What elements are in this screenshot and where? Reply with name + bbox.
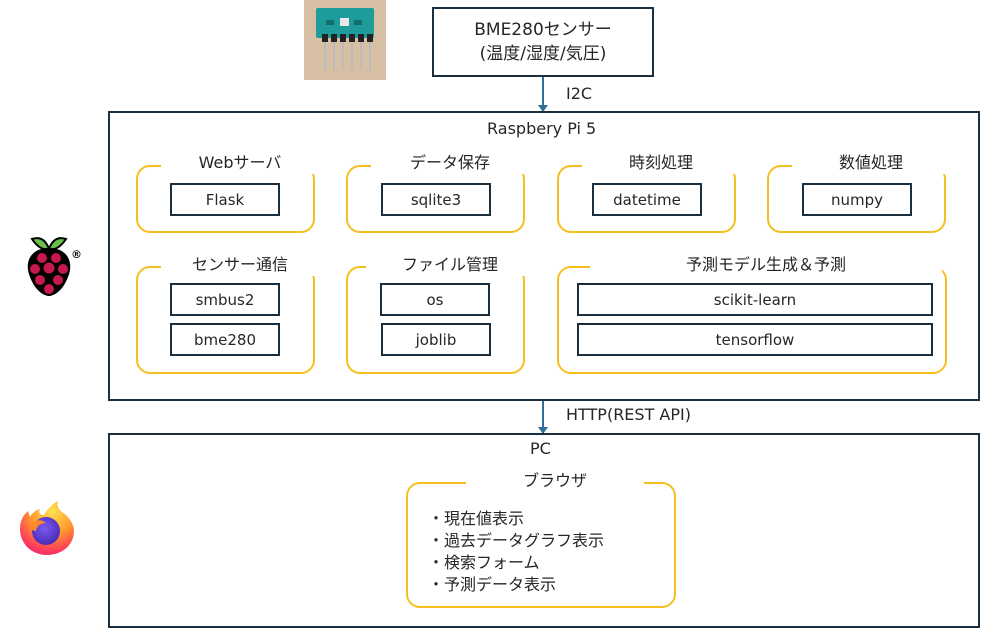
lib-tensorflow: tensorflow: [577, 323, 933, 356]
raspberry-icon: ®: [27, 237, 82, 296]
lib-scikit-learn: scikit-learn: [577, 283, 933, 316]
pc-title: PC: [530, 439, 551, 458]
i2c-arrow: [538, 77, 548, 112]
feature-history-graph: 過去データグラフ表示: [428, 530, 604, 552]
lib-datetime: datetime: [592, 183, 702, 216]
sensor-subtitle: (温度/湿度/気圧): [479, 44, 607, 64]
group-title-web-server: Webサーバ: [161, 152, 319, 174]
http-label: HTTP(REST API): [566, 405, 691, 424]
lib-smbus2: smbus2: [170, 283, 280, 316]
group-title-data-storage: データ保存: [371, 152, 529, 174]
feature-current-value: 現在値表示: [428, 508, 604, 530]
group-title-numeric-processing: 数値処理: [792, 152, 950, 174]
group-title-browser: ブラウザ: [466, 470, 644, 492]
feature-prediction-display: 予測データ表示: [428, 574, 604, 596]
group-title-sensor-comm: センサー通信: [161, 254, 319, 276]
i2c-label: I2C: [566, 84, 593, 103]
raspberry-pi-title: Raspbery Pi 5: [487, 119, 597, 138]
firefox-logo: [16, 497, 78, 559]
registered-mark: ®: [71, 248, 82, 261]
browser-feature-list: 現在値表示 過去データグラフ表示 検索フォーム 予測データ表示: [428, 508, 604, 596]
lib-flask: Flask: [170, 183, 280, 216]
lib-numpy: numpy: [802, 183, 912, 216]
group-title-prediction-model: 予測モデル生成＆予測: [590, 254, 942, 276]
sensor-box: BME280センサー (温度/湿度/気圧): [432, 7, 654, 77]
feature-search-form: 検索フォーム: [428, 552, 604, 574]
group-title-file-management: ファイル管理: [366, 254, 534, 276]
raspberry-pi-logo: ®: [22, 233, 84, 299]
group-title-time-processing: 時刻処理: [582, 152, 740, 174]
lib-os: os: [380, 283, 490, 316]
lib-sqlite3: sqlite3: [381, 183, 491, 216]
http-arrow: [538, 401, 548, 434]
lib-joblib: joblib: [381, 323, 491, 356]
lib-bme280: bme280: [170, 323, 280, 356]
bme280-photo: [304, 0, 386, 80]
firefox-icon: [20, 501, 74, 555]
sensor-title: BME280センサー: [474, 20, 612, 40]
